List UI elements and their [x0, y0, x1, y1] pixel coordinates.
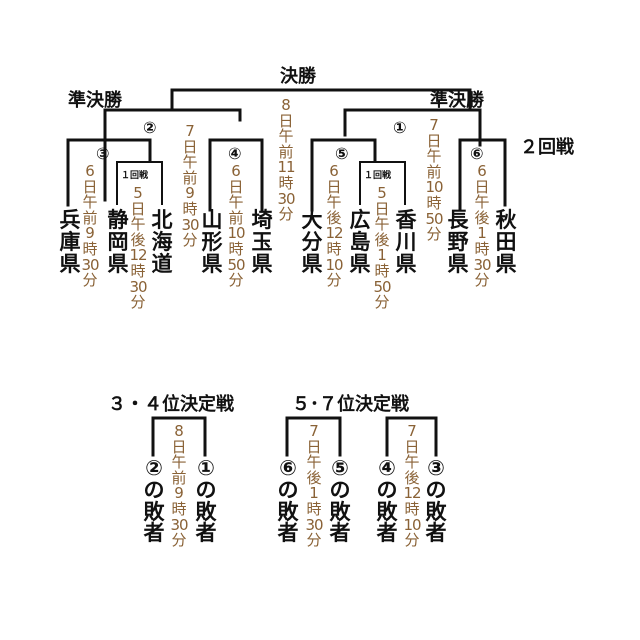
round2-label: ２回戦 — [520, 137, 574, 158]
match-number-6: ⑥ — [470, 144, 484, 163]
playoff57-a-line — [285, 416, 342, 457]
round1-right-label: １回戦 — [364, 171, 392, 181]
final-line — [170, 88, 472, 110]
match6-line — [458, 138, 507, 212]
semifinal-left-line — [103, 108, 242, 202]
match-number-1: ① — [393, 118, 407, 137]
final-label: 決勝 — [280, 66, 316, 87]
playoff57-b-line — [385, 416, 438, 457]
team-yamagata: 山形県 — [201, 208, 223, 276]
placement57-title: ５･７位決定戦 — [292, 394, 409, 415]
team-kagawa: 香川県 — [395, 208, 417, 276]
team-saitama: 埼玉県 — [251, 208, 273, 276]
semifinal-right-line — [343, 108, 482, 147]
round1-left-label: １回戦 — [121, 171, 149, 181]
team-hyogo: 兵庫県 — [59, 208, 81, 276]
match-number-2: ② — [143, 118, 157, 137]
team-nagano: 長野県 — [447, 208, 469, 276]
match-number-5: ⑤ — [335, 144, 349, 163]
team-shizuoka: 静岡県 — [107, 208, 129, 276]
playoff34-line — [151, 416, 207, 457]
semifinal-left-label: 準決勝 — [68, 90, 122, 111]
placement34-title: ３・４位決定戦 — [108, 394, 234, 415]
match-number-3: ③ — [96, 144, 110, 163]
team-akita: 秋田県 — [495, 208, 517, 276]
team-hokkaido: 北海道 — [151, 208, 173, 276]
team-oita: 大分県 — [301, 208, 323, 276]
match5-line — [310, 138, 377, 212]
match-number-4: ④ — [228, 144, 242, 163]
round1-right-line — [359, 161, 406, 205]
semifinal-right-label: 準決勝 — [430, 90, 484, 111]
team-hiroshima: 広島県 — [349, 208, 371, 276]
match3-line — [66, 138, 152, 207]
round1-left-line — [116, 161, 163, 205]
match4-line — [208, 138, 264, 212]
